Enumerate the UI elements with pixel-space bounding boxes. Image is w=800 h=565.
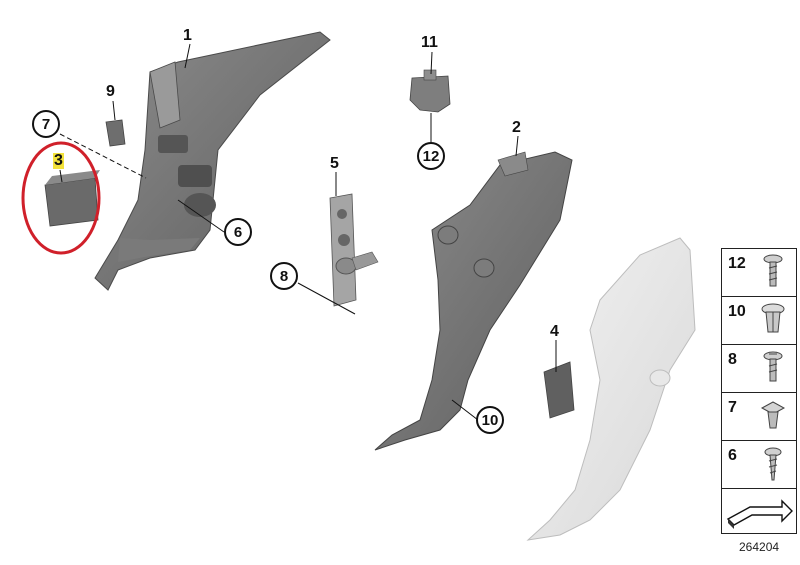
callout-8: 8 [270, 262, 298, 290]
tapping-screw-icon [764, 447, 782, 481]
callout-9: 9 [106, 83, 115, 100]
part-5-bracket [329, 193, 379, 307]
legend-number: 10 [728, 303, 746, 320]
legend-item-12: 12 [721, 248, 797, 296]
callout-3: 3 [53, 152, 64, 169]
expanding-rivet-icon [761, 303, 785, 333]
legend-item-6: 6 [721, 440, 797, 488]
legend-number: 12 [728, 255, 746, 272]
part-1-pillar-trim [94, 31, 331, 291]
screw-clip-icon [763, 254, 783, 287]
legend-item-10: 10 [721, 296, 797, 344]
highlight-ring [21, 141, 101, 255]
callout-11: 11 [421, 34, 438, 51]
legend-number: 7 [728, 399, 737, 416]
part-9-clip [105, 119, 126, 147]
callout-5: 5 [330, 155, 339, 172]
arrow-icon [726, 499, 793, 529]
callout-7: 7 [32, 110, 60, 138]
part-11-clip [409, 69, 451, 113]
flange-screw-icon [763, 351, 783, 382]
part-3-cover [21, 141, 101, 255]
legend-item-arrow [721, 488, 797, 534]
fastener-legend: 12 10 8 [721, 248, 797, 534]
legend-number: 8 [728, 351, 737, 368]
part-4-plate [543, 361, 575, 419]
legend-item-8: 8 [721, 344, 797, 392]
callout-4: 4 [550, 323, 559, 340]
callout-10: 10 [476, 406, 504, 434]
diagram-number: 264204 [739, 540, 780, 554]
leader-lines [59, 43, 557, 421]
callout-2: 2 [512, 119, 521, 136]
legend-number: 6 [728, 447, 737, 464]
square-clip-icon [760, 401, 786, 429]
callout-1: 1 [183, 27, 192, 44]
callout-6: 6 [224, 218, 252, 246]
callout-12: 12 [417, 142, 445, 170]
part-2-lower-trim [374, 151, 573, 451]
legend-item-7: 7 [721, 392, 797, 440]
light-trim-panel [526, 237, 696, 541]
